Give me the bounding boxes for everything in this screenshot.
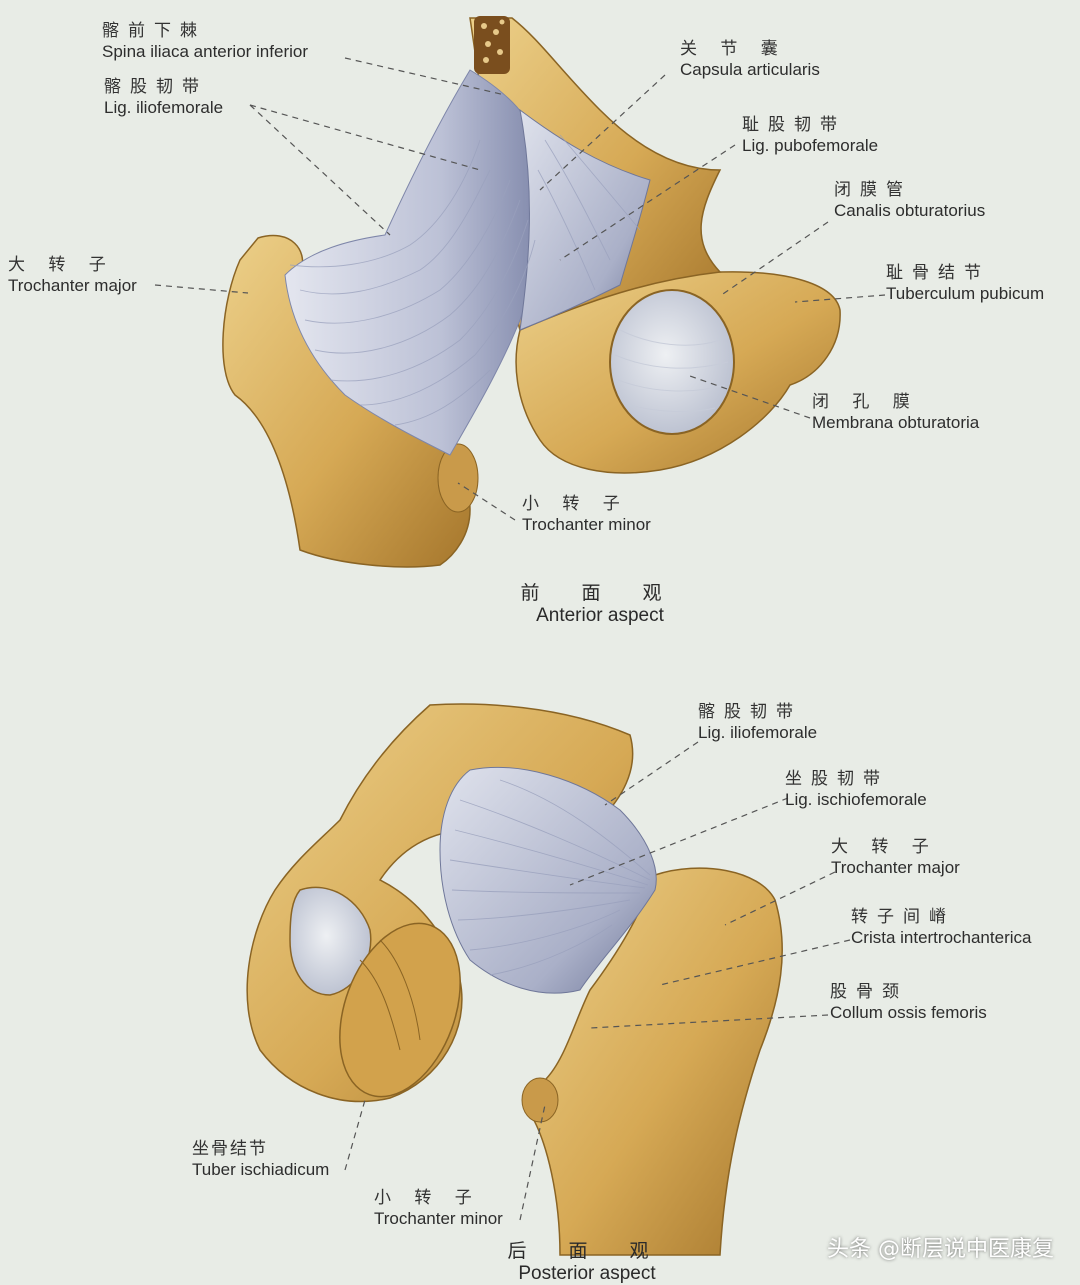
label-crista-intertrochanterica: 转子间嵴 Crista intertrochanterica — [851, 907, 1032, 947]
obturator-membrane — [609, 289, 735, 435]
label-tuber-ischiadicum: 坐骨结节 Tuber ischiadicum — [192, 1139, 330, 1179]
label-lig-iliofemorale-posterior: 髂股韧带 Lig. iliofemorale — [698, 702, 818, 742]
posterior-leader-lines — [344, 741, 851, 1221]
trochanter-minor-posterior-shape — [521, 1077, 559, 1123]
label-trochanter-minor-anterior: 小 转 子 Trochanter minor — [522, 494, 651, 534]
obturator-foramen-posterior — [289, 886, 372, 996]
label-trochanter-major-posterior: 大 转 子 Trochanter major — [831, 837, 960, 877]
posterior-view — [246, 703, 851, 1256]
ischiofemoral-ligament — [439, 766, 657, 994]
caption-anterior-aspect: 前 面 观 Anterior aspect — [520, 582, 680, 626]
label-collum-ossis-femoris: 股骨颈 Collum ossis femoris — [830, 982, 987, 1022]
label-trochanter-minor-posterior: 小 转 子 Trochanter minor — [374, 1188, 503, 1228]
cancellous-bone — [474, 16, 510, 74]
label-trochanter-major-anterior: 大 转 子 Trochanter major — [8, 255, 137, 295]
anterior-leader-lines — [154, 57, 886, 521]
femur-posterior — [523, 867, 783, 1256]
tuber-ischiadicum-shape — [339, 922, 461, 1098]
label-capsula-articularis: 关 节 囊 Capsula articularis — [680, 39, 820, 79]
label-canalis-obturatorius: 闭膜管 Canalis obturatorius — [834, 180, 986, 220]
watermark: 头条 @断层说中医康复 — [827, 1237, 1054, 1262]
label-lig-ischiofemorale: 坐股韧带 Lig. ischiofemorale — [785, 769, 927, 809]
caption-posterior-aspect: 后 面 观 Posterior aspect — [507, 1240, 667, 1284]
anterior-view — [154, 16, 886, 568]
trochanter-minor-shape — [437, 443, 479, 513]
label-lig-pubofemorale: 耻股韧带 Lig. pubofemorale — [742, 115, 879, 155]
label-lig-iliofemorale-anterior: 髂股韧带 Lig. iliofemorale — [104, 77, 224, 117]
label-membrana-obturatoria: 闭 孔 膜 Membrana obturatoria — [812, 392, 980, 432]
label-tuberculum-pubicum: 耻骨结节 Tuberculum pubicum — [886, 263, 1045, 303]
label-spina-iliaca-anterior-inferior: 髂前下棘 Spina iliaca anterior inferior — [102, 21, 308, 61]
pubofemoral-ligament — [519, 108, 651, 331]
